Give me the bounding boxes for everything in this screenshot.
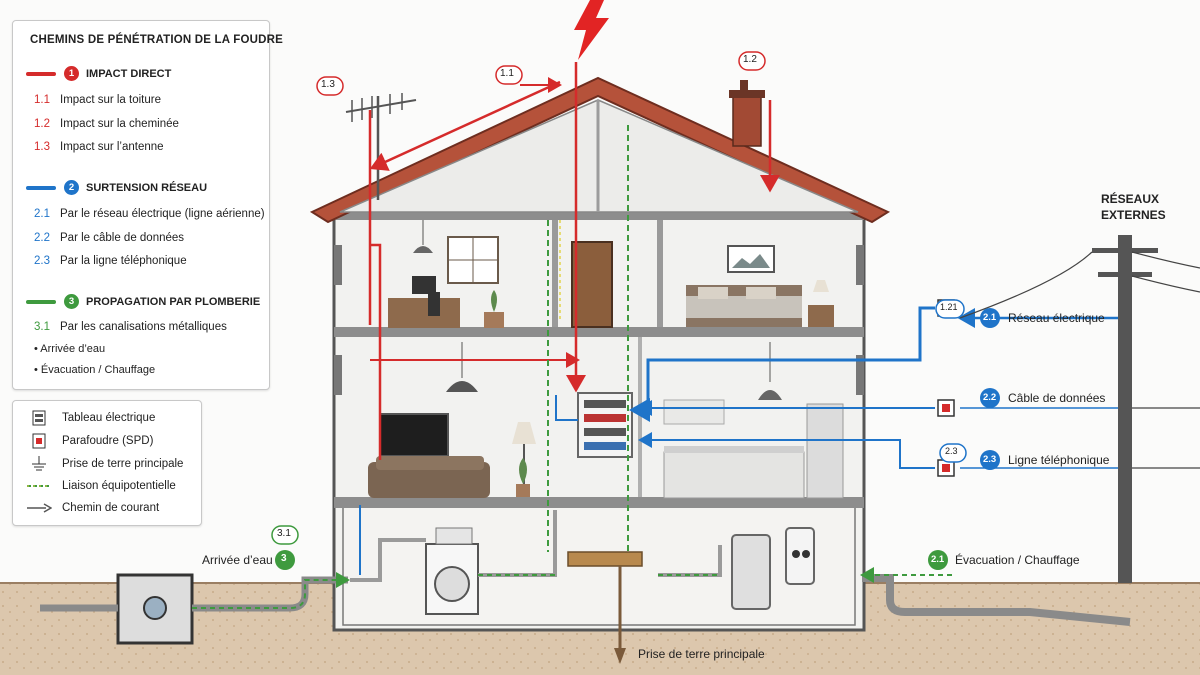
legend-category-3: 3 PROPAGATION PAR PLOMBERIE [26, 294, 260, 309]
living-room [368, 342, 536, 498]
legend-item: 1.2 Impact sur la cheminée [34, 118, 179, 130]
item-number: 2.1 [34, 208, 50, 220]
label-phone-line: Ligne téléphonique [1008, 453, 1110, 467]
electrical-panel [577, 392, 633, 458]
item-number: 1.1 [34, 94, 50, 106]
item-label: Par le réseau électrique (ligne aérienne… [60, 208, 265, 220]
category-2-label: SURTENSION RÉSEAU [86, 181, 208, 194]
first-floor-slab [334, 327, 864, 337]
item-number: 1.3 [34, 141, 50, 153]
label-water-inlet: Arrivée d’eau [202, 553, 273, 567]
equipotential-bond-icon [26, 478, 52, 494]
marker-2-1: 2.1 [983, 312, 997, 323]
symbol-row: Tableau électrique [26, 410, 155, 426]
category-1-label: IMPACT DIRECT [86, 67, 172, 80]
legend-subitem: • Évacuation / Chauffage [34, 364, 156, 376]
marker-2-3: 2.3 [983, 454, 997, 465]
green-line-swatch [26, 299, 56, 304]
roof [309, 76, 891, 224]
label-main-earth: Prise de terre principale [638, 647, 765, 661]
bedroom [686, 245, 834, 327]
red-line-swatch [26, 71, 56, 76]
symbol-row: Parafoudre (SPD) [26, 433, 153, 449]
utility-pole [959, 235, 1200, 583]
kitchen [663, 342, 844, 499]
item-number: 2.3 [34, 255, 50, 267]
symbol-label: Tableau électrique [62, 412, 156, 424]
marker-2-2: 2.2 [983, 392, 997, 403]
symbol-row: Prise de terre principale [26, 456, 183, 472]
legend-item: 1.1 Impact sur la toiture [34, 94, 161, 106]
item-label: Par la ligne téléphonique [60, 255, 187, 267]
symbol-label: Chemin de courant [62, 502, 160, 514]
marker-1-3: 1.3 [321, 79, 335, 90]
label-power-network: Réseau électrique [1008, 311, 1105, 325]
category-3-badge: 3 [64, 294, 79, 309]
legend-subitem: • Arrivée d’eau [34, 343, 106, 355]
external-networks-line2: EXTERNES [1101, 208, 1166, 222]
earth-spike [614, 566, 626, 664]
item-number: 1.2 [34, 118, 50, 130]
legend-item: 2.2 Par le câble de données [34, 232, 184, 244]
symbol-label: Prise de terre principale [62, 458, 184, 470]
legend-item: 2.1 Par le réseau électrique (ligne aérie… [34, 208, 265, 220]
tv-antenna [345, 93, 417, 200]
hall-door [571, 241, 613, 328]
legend-item: 3.1 Par les canalisations métalliques [34, 321, 227, 333]
symbol-label: Parafoudre (SPD) [62, 435, 154, 447]
office-room [388, 220, 504, 328]
external-networks-line1: RÉSEAUX [1101, 192, 1160, 206]
washing-machine [425, 527, 479, 615]
electrical-panel-icon [26, 410, 52, 426]
marker-small-2-3: 2.3 [945, 446, 958, 456]
water-meter-pit [116, 573, 194, 645]
legend-item: 1.3 Impact sur l’antenne [34, 141, 164, 153]
symbol-row: Chemin de courant [26, 500, 159, 516]
item-label: Impact sur la toiture [60, 94, 161, 106]
blue-line-swatch [26, 185, 56, 190]
attic-floor [334, 211, 864, 220]
category-2-badge: 2 [64, 180, 79, 195]
symbol-label: Liaison équipotentielle [62, 480, 176, 492]
item-number: 2.2 [34, 232, 50, 244]
category-3-label: PROPAGATION PAR PLOMBERIE [86, 295, 261, 308]
item-label: Par le câble de données [60, 232, 185, 244]
bonding-bar [567, 551, 643, 567]
ground-floor-slab [334, 497, 864, 508]
marker-1-1: 1.1 [500, 68, 514, 79]
marker-1-2: 1.2 [743, 54, 757, 65]
earth-ground-icon [26, 456, 52, 472]
marker-3-1: 3.1 [277, 528, 291, 539]
label-data-cable: Câble de données [1008, 391, 1106, 405]
surge-protector-icon [26, 433, 52, 449]
boiler [731, 527, 815, 610]
marker-3: 3 [281, 553, 287, 564]
legend-title: CHEMINS DE PÉNÉTRATION DE LA FOUDRE [30, 34, 283, 46]
item-label: Par les canalisations métalliques [60, 321, 227, 333]
label-drain-heating: Évacuation / Chauffage [955, 553, 1080, 567]
legend-item: 2.3 Par la ligne téléphonique [34, 255, 187, 267]
legend-category-2: 2 SURTENSION RÉSEAU [26, 180, 207, 195]
legend-panel [12, 20, 270, 390]
category-1-badge: 1 [64, 66, 79, 81]
legend-category-1: 1 IMPACT DIRECT [26, 66, 171, 81]
symbol-row: Liaison équipotentielle [26, 478, 176, 494]
current-path-arrow-icon [26, 500, 52, 516]
item-number: 3.1 [34, 321, 50, 333]
drain-pipe [862, 574, 1131, 626]
chimney [732, 95, 762, 147]
item-label: Impact sur la cheminée [60, 118, 179, 130]
marker-shapes [271, 51, 1000, 570]
lightning-bolt [574, 0, 609, 60]
marker-small-2-1: 1.21 [940, 302, 958, 312]
marker-evac-2-1: 2.1 [931, 554, 945, 565]
item-label: Impact sur l’antenne [60, 141, 164, 153]
